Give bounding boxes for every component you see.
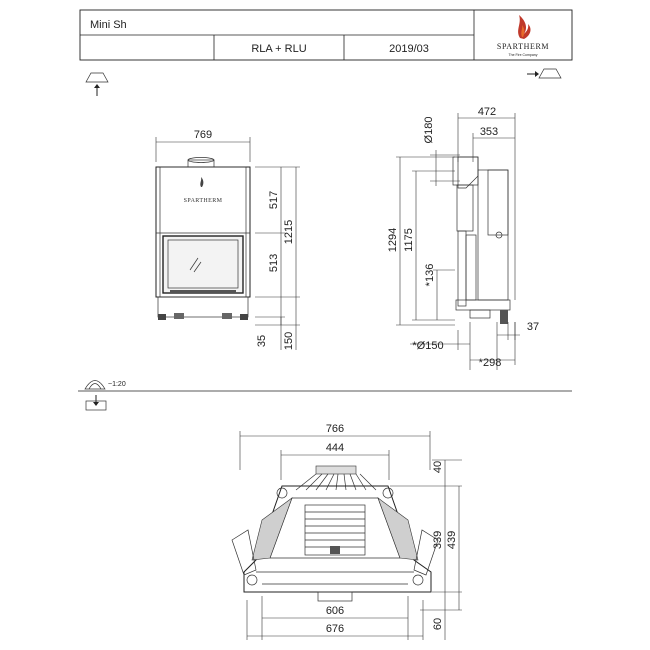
side-depth-offset-dim: 37	[527, 321, 539, 333]
plan-view: 766 444	[231, 423, 462, 640]
side-top-inner-dim: 353	[480, 126, 498, 138]
side-mid-dim: 1175	[403, 228, 415, 252]
scale-label: ~1:20	[108, 381, 126, 388]
front-leg-dim: 35	[256, 335, 268, 347]
side-inlet-pos-dim: *298	[479, 357, 502, 369]
plan-top-depth-dim: 40	[432, 461, 444, 473]
plan-glass-width-dim: 444	[326, 442, 344, 454]
brand-tagline: The Fire Company	[509, 53, 538, 57]
plan-outer-width-dim: 766	[326, 423, 344, 435]
front-width-dim: 769	[194, 129, 212, 141]
product-name: Mini Sh	[90, 19, 127, 31]
plan-base-width-dim: 606	[326, 605, 344, 617]
plan-base-outer-dim: 676	[326, 623, 344, 635]
plan-inner-depth-dim: 339	[432, 531, 444, 549]
front-lower-dim: 513	[268, 254, 280, 272]
plan-section-header: ~1:20	[78, 380, 572, 411]
side-view: 472 353 Ø180 1294 1175 *136	[387, 106, 539, 370]
plan-total-depth-dim: 439	[446, 531, 458, 549]
side-flue-dim: Ø180	[423, 117, 435, 144]
brand-name: SPARTHERM	[497, 42, 549, 51]
plan-front-depth-dim: 60	[432, 618, 444, 630]
side-top-outer-dim: 472	[478, 106, 496, 118]
front-badge-label: SPARTHERM	[184, 198, 223, 204]
side-flue-offset-dim: *136	[424, 264, 436, 287]
title-block: Mini Sh RLA + RLU 2019/03 SPARTHERM The …	[79, 9, 573, 61]
front-base-dim: 150	[283, 332, 295, 350]
front-view: 769 SPARTHERM 517 513 1215	[155, 129, 300, 350]
side-view-symbol	[527, 68, 562, 79]
front-upper-dim: 517	[268, 191, 280, 209]
front-total-dim: 1215	[283, 220, 295, 244]
front-view-symbol	[85, 72, 109, 96]
variant-label: RLA + RLU	[251, 43, 306, 55]
brand-logo: SPARTHERM The Fire Company	[497, 15, 549, 57]
side-total-dim: 1294	[387, 228, 399, 252]
side-inlet-dim: *Ø150	[412, 340, 443, 352]
revision-date: 2019/03	[389, 43, 429, 55]
